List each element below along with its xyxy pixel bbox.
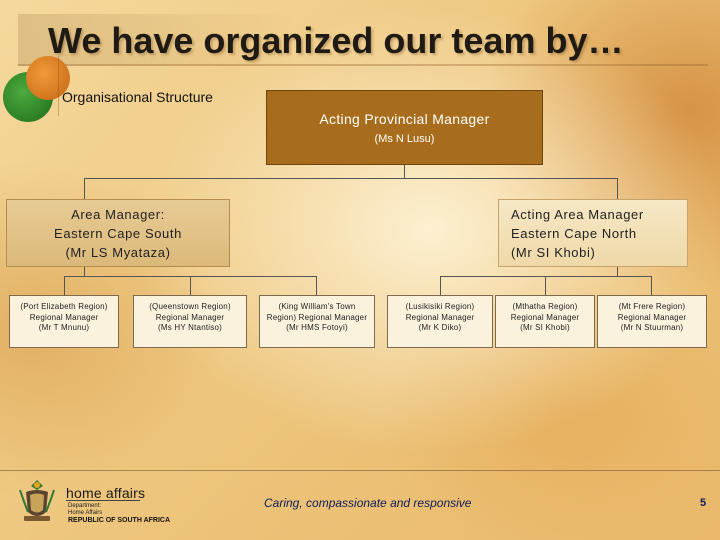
- region-box-king-williams-town: (King William's Town Region) Regional Ma…: [259, 295, 375, 348]
- connector-top-down: [404, 165, 405, 178]
- region-name: (Mt Frere Region): [618, 302, 686, 311]
- footer-divider: [0, 470, 720, 471]
- country-label: REPUBLIC OF SOUTH AFRICA: [68, 517, 171, 524]
- footer-tagline: Caring, compassionate and responsive: [264, 496, 472, 510]
- region-role: Regional Manager: [617, 312, 687, 322]
- region-box-mthatha: (Mthatha Region) Regional Manager (Mr SI…: [495, 295, 595, 348]
- connector-region-5-drop: [545, 276, 546, 295]
- decorative-line: [58, 56, 59, 116]
- decorative-orange-circle: [26, 56, 70, 100]
- brand-underline: [66, 500, 140, 501]
- region-box-queenstown: (Queenstown Region) Regional Manager (Ms…: [133, 295, 247, 348]
- area-north-line3: (Mr SI Khobi): [511, 245, 596, 260]
- brand-name: home affairs: [66, 485, 146, 501]
- area-north-line2: Eastern Cape North: [511, 226, 637, 241]
- connector-region-4-drop: [440, 276, 441, 295]
- region-name: (Lusikisiki Region): [405, 302, 475, 311]
- coat-of-arms-icon: [19, 480, 55, 521]
- region-name: (King William's Town: [278, 302, 356, 311]
- slide-title: We have organized our team by…: [48, 20, 624, 61]
- connector-region-6-drop: [651, 276, 652, 295]
- page-number: 5: [700, 497, 707, 509]
- region-manager-name: (Ms HY Ntantiso): [158, 323, 222, 332]
- slide-subtitle: Organisational Structure: [62, 89, 213, 105]
- region-box-mt-frere: (Mt Frere Region) Regional Manager (Mr N…: [597, 295, 707, 348]
- connector-region-1-drop: [64, 276, 65, 295]
- connector-area-horizontal: [84, 178, 617, 179]
- region-box-port-elizabeth: (Port Elizabeth Region) Regional Manager…: [9, 295, 119, 348]
- connector-region-3-drop: [316, 276, 317, 295]
- area-south-line2: Eastern Cape South: [54, 226, 182, 241]
- title-strip: [18, 14, 708, 66]
- provincial-manager-name: (Ms N Lusu): [374, 133, 435, 145]
- provincial-manager-box: Acting Provincial Manager (Ms N Lusu): [266, 90, 543, 165]
- region-role: Regional Manager: [405, 312, 475, 322]
- connector-region-2-drop: [190, 276, 191, 295]
- region-role: Regional Manager: [155, 312, 225, 322]
- region-role: Regional Manager: [510, 312, 580, 322]
- department-line2: Home Affairs: [68, 510, 103, 516]
- region-role: Regional Manager: [29, 312, 99, 322]
- region-name: (Queenstown Region): [149, 302, 231, 311]
- area-manager-north-box: Acting Area Manager Eastern Cape North (…: [498, 199, 688, 267]
- connector-north-down: [617, 267, 618, 276]
- area-south-line3: (Mr LS Myataza): [65, 245, 171, 260]
- connector-area-south-drop: [84, 178, 85, 199]
- region-name: (Port Elizabeth Region): [20, 302, 108, 311]
- department-label: Department: Home Affairs: [68, 503, 102, 517]
- department-line1: Department:: [68, 503, 102, 509]
- region-manager-name: (Mr K Diko): [418, 323, 462, 332]
- connector-area-north-drop: [617, 178, 618, 199]
- region-manager-name: (Mr HMS Fotoyi): [286, 323, 348, 332]
- provincial-manager-title: Acting Provincial Manager: [319, 111, 490, 127]
- region-manager-name: (Mr T Mnunu): [38, 323, 90, 332]
- area-manager-south-box: Area Manager: Eastern Cape South (Mr LS …: [6, 199, 230, 267]
- region-role: Region) Regional Manager: [266, 312, 368, 322]
- connector-south-down: [84, 267, 85, 276]
- region-manager-name: (Mr N Stuurman): [620, 323, 684, 332]
- region-manager-name: (Mr SI Khobi): [520, 323, 570, 332]
- region-name: (Mthatha Region): [512, 302, 578, 311]
- region-box-lusikisiki: (Lusikisiki Region) Regional Manager (Mr…: [387, 295, 493, 348]
- area-north-line1: Acting Area Manager: [511, 207, 644, 222]
- area-south-line1: Area Manager:: [71, 207, 165, 222]
